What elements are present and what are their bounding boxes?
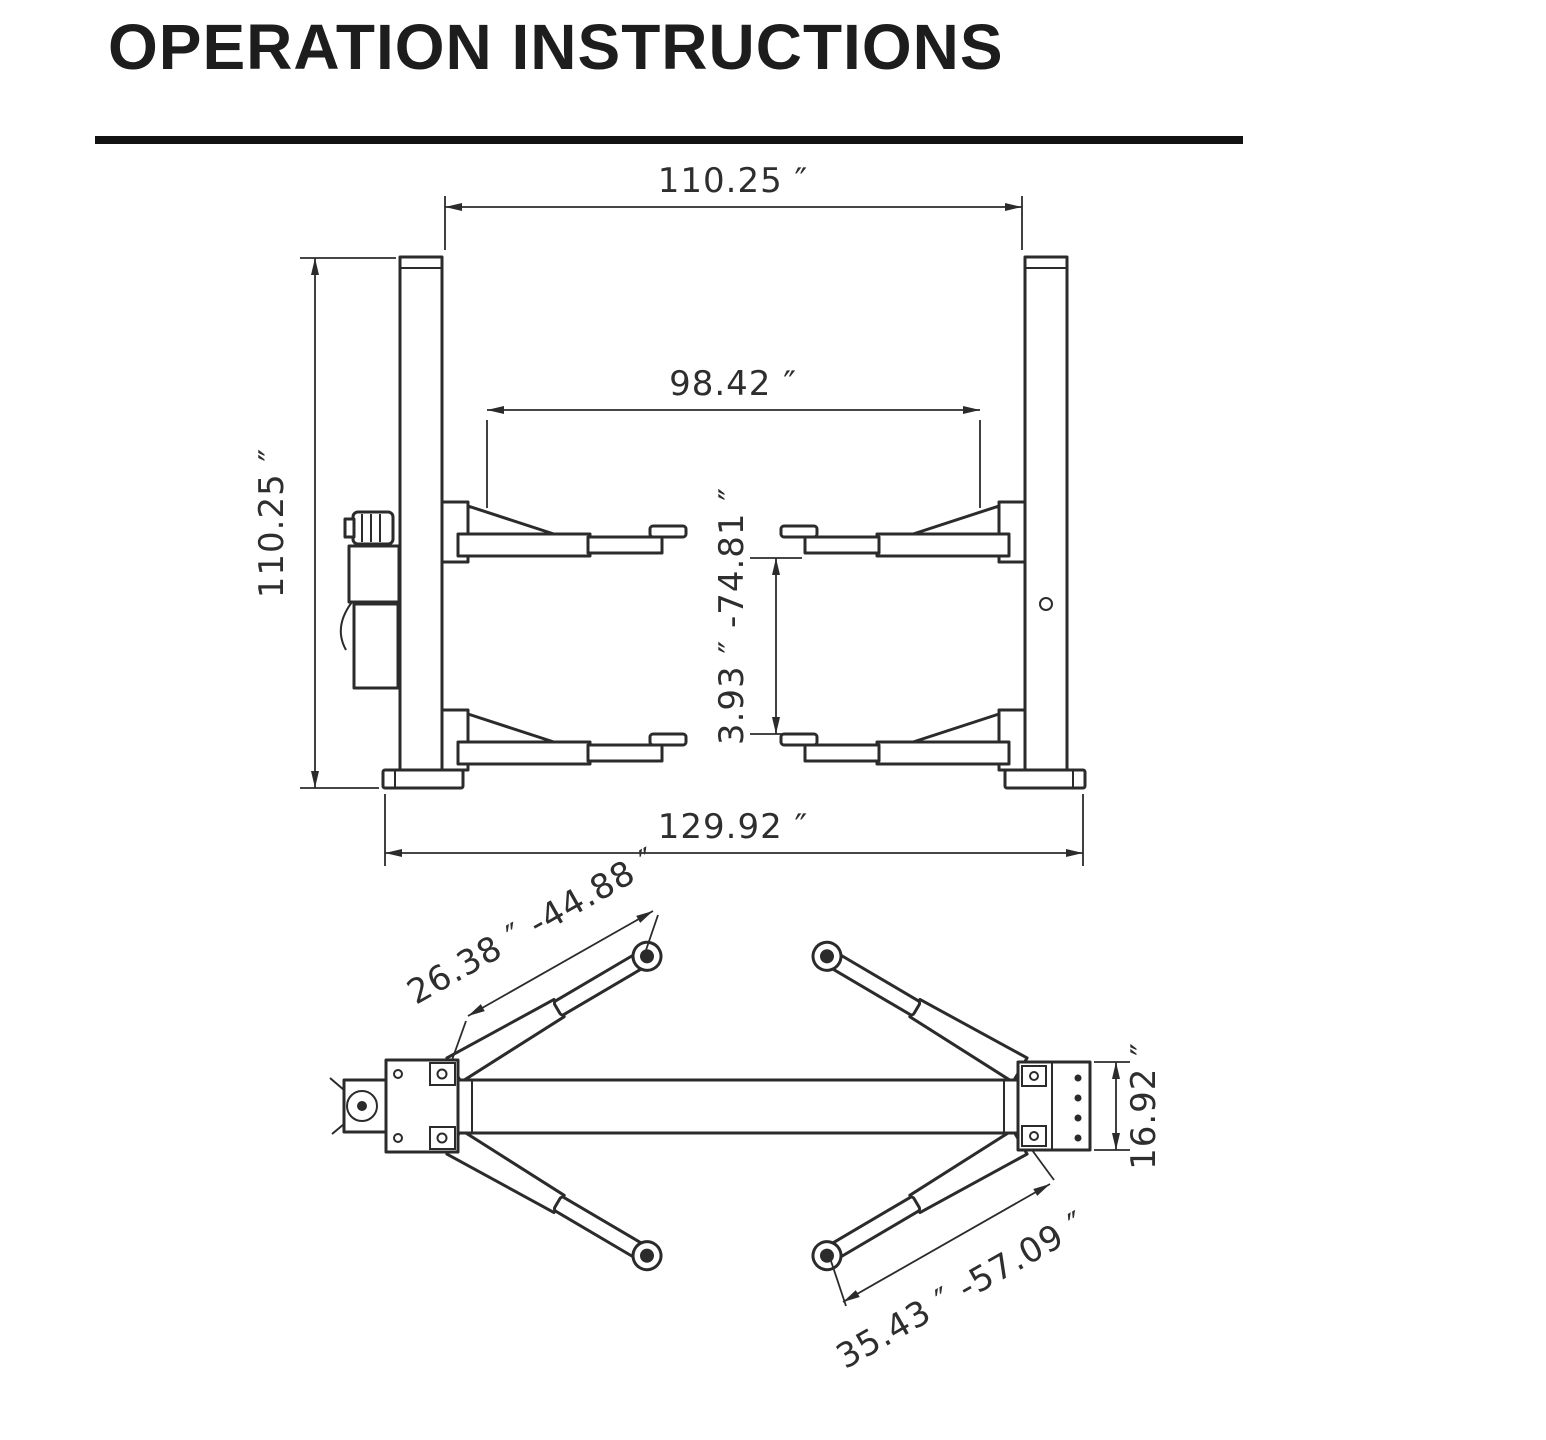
- left-column: [398, 255, 444, 789]
- bolt-dot: [1074, 1134, 1082, 1142]
- bolt-dot: [1074, 1114, 1082, 1122]
- dim-label-column-height: 110.25 ″: [252, 448, 292, 598]
- dim-label-inner-width: 98.42 ″: [669, 364, 797, 404]
- bolt: [393, 1133, 403, 1143]
- handle: [329, 1077, 345, 1135]
- right-arm-raised: [779, 500, 1027, 564]
- dim-column-height: 110.25 ″: [252, 257, 396, 789]
- oil-tank: [352, 602, 400, 690]
- bolt: [436, 1132, 448, 1144]
- bolt: [1029, 1071, 1039, 1081]
- left-arm-lowered: [440, 708, 688, 772]
- dim-label-overall-width-top: 110.25 ″: [658, 161, 808, 201]
- right-column-hole: [1039, 597, 1053, 611]
- dim-label-pad-height-range: 3.93 ″ -74.81 ″: [712, 487, 752, 745]
- motor: [351, 510, 395, 546]
- front-view: 110.25 ″ 98.42 ″ 110.25 ″ 3.93 ″ -74.81 …: [252, 161, 1087, 866]
- power-unit: [339, 510, 401, 690]
- right-arms-mirrored: [779, 500, 1027, 772]
- title-underline: [95, 136, 1243, 144]
- motor-cap: [343, 517, 356, 539]
- bolt-plate: [429, 1126, 456, 1150]
- dim-carriage-depth: 16.92 ″: [1094, 1042, 1164, 1170]
- right-base-plate: [1003, 768, 1087, 790]
- dim-overall-base-width: 129.92 ″: [384, 794, 1084, 866]
- bolt-plate: [1021, 1065, 1047, 1087]
- left-carriage-plan: [329, 1058, 460, 1154]
- motor-shaft: [357, 1101, 367, 1111]
- left-arm-raised: [440, 500, 688, 564]
- front-right-arm: [806, 935, 1029, 1084]
- base-plates: [381, 768, 1087, 790]
- plan-view: 26.38 ″ -44.88 ″ 35.43 ″ -57.09 ″ 16.92 …: [329, 840, 1164, 1377]
- bolt-dot: [1074, 1094, 1082, 1102]
- bolt: [393, 1069, 403, 1079]
- bolt-plate: [1021, 1125, 1047, 1147]
- control-box: [347, 544, 401, 604]
- dim-label-carriage-depth: 16.92 ″: [1124, 1042, 1164, 1170]
- page-title: OPERATION INSTRUCTIONS: [108, 11, 1004, 83]
- dim-overall-width-top: 110.25 ″: [444, 161, 1023, 250]
- columns: [398, 255, 1069, 789]
- base-beam: [456, 1078, 1020, 1135]
- rear-left-arm: [445, 1128, 668, 1277]
- bolt: [1029, 1131, 1039, 1141]
- dim-pad-height-range: 3.93 ″ -74.81 ″: [712, 487, 802, 745]
- right-column: [1023, 255, 1069, 789]
- bolt-dot: [1074, 1074, 1082, 1082]
- dim-label-overall-base-width: 129.92 ″: [658, 807, 808, 847]
- beam-body: [456, 1078, 1020, 1135]
- hydraulic-hose: [339, 601, 353, 651]
- right-carriage-plan: [1016, 1060, 1092, 1152]
- left-base-plate: [381, 768, 465, 790]
- right-arm-lowered: [779, 708, 1027, 772]
- bolt: [436, 1068, 448, 1080]
- motor-top: [346, 1090, 378, 1122]
- dim-inner-width: 98.42 ″: [486, 364, 981, 508]
- bolt-plate: [429, 1062, 456, 1086]
